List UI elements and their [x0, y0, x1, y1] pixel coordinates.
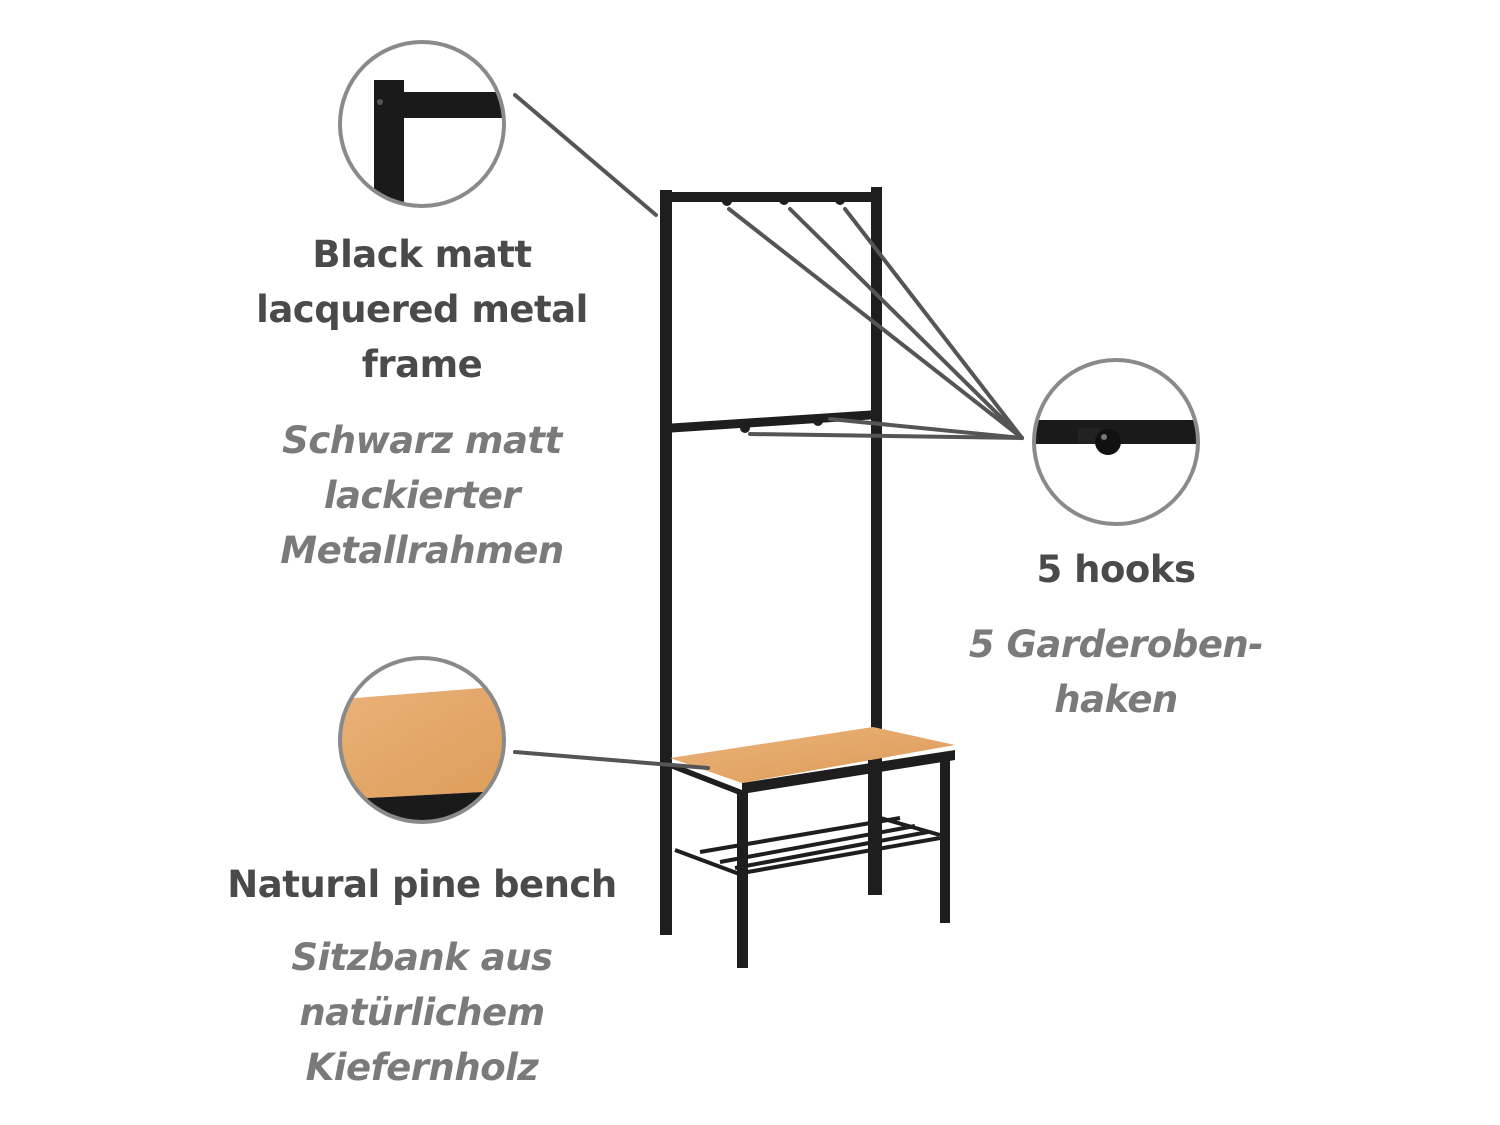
hook-detail-circle — [1032, 358, 1200, 526]
frame-de-line: Metallrahmen — [280, 529, 564, 572]
bench-side-rail — [670, 762, 742, 796]
bench-de-line: Sitzbank aus — [291, 936, 553, 979]
front-left-leg — [737, 790, 748, 968]
frame-german-text: Schwarz matt lackierter Metallrahmen — [202, 413, 642, 578]
top-bar — [664, 192, 878, 202]
bench-de-line: natürlichem — [299, 991, 545, 1034]
bench-front-rail — [742, 750, 955, 794]
bench-seat — [670, 727, 955, 783]
coat-rack — [660, 187, 955, 968]
bench-en-line: Natural pine bench — [227, 863, 617, 906]
back-right-leg — [868, 760, 878, 895]
frame-detail-circle — [338, 40, 506, 208]
hooks-feature-label: 5 hooks 5 Garderoben- haken — [896, 542, 1336, 727]
frame-en-line: Black matt — [312, 233, 532, 276]
right-post — [871, 187, 882, 895]
frame-en-line: frame — [361, 343, 483, 386]
hooks-english-text: 5 hooks — [896, 542, 1336, 597]
hooks-en-line: 5 hooks — [1036, 548, 1196, 591]
frame-de-line: Schwarz matt — [282, 419, 562, 462]
left-post — [660, 190, 672, 935]
bench-english-text: Natural pine bench — [202, 857, 642, 912]
hook-knobs — [722, 195, 845, 433]
hooks-german-text: 5 Garderoben- haken — [896, 617, 1336, 727]
shoe-shelf — [674, 813, 941, 877]
frame-feature-label: Black matt lacquered metal frame Schwarz… — [202, 227, 642, 578]
bench-de-line: Kiefernholz — [305, 1046, 539, 1089]
hooks-de-line: haken — [1054, 678, 1178, 721]
frame-en-line: lacquered metal — [256, 288, 588, 331]
callout-lines — [513, 93, 1024, 770]
frame-english-text: Black matt lacquered metal frame — [202, 227, 642, 392]
bench-feature-label: Natural pine bench Sitzbank aus natürlic… — [202, 857, 642, 1095]
hooks-de-line: 5 Garderoben- — [968, 623, 1264, 666]
middle-bar — [664, 410, 878, 433]
bench-detail-circle — [338, 656, 506, 824]
bench-german-text: Sitzbank aus natürlichem Kiefernholz — [202, 930, 642, 1095]
frame-de-line: lackierter — [323, 474, 521, 517]
front-right-leg — [940, 755, 950, 923]
